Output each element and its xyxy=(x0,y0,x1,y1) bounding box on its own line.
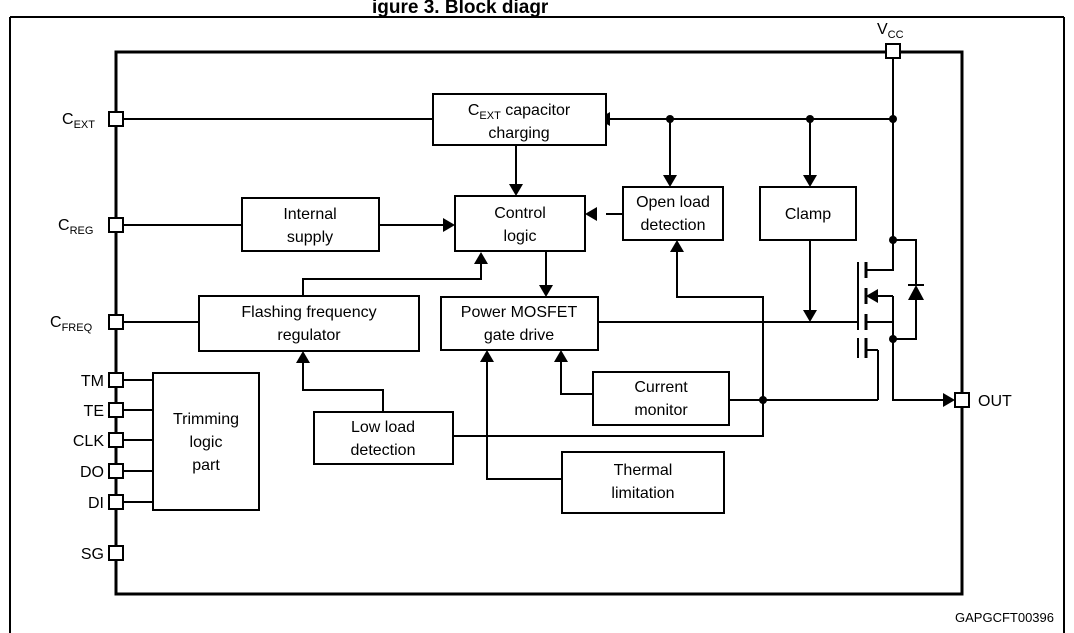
flashing-frequency-regulator-block: Flashing frequency regulator xyxy=(198,295,420,352)
clamp-block: Clamp xyxy=(759,186,857,241)
svg-text:SG: SG xyxy=(81,546,104,563)
arrowheads xyxy=(296,112,955,407)
svg-text:CLK: CLK xyxy=(73,433,104,450)
svg-text:Trimming: Trimming xyxy=(173,411,239,428)
pin-tm: TM xyxy=(81,372,124,390)
internal-supply-block: Internal supply xyxy=(241,197,380,252)
low-load-detection-block: Low load detection xyxy=(313,411,454,465)
svg-text:VCC: VCC xyxy=(877,21,904,41)
svg-text:gate drive: gate drive xyxy=(484,327,554,344)
pin-cext: CEXT xyxy=(62,111,124,131)
pin-out: OUT xyxy=(954,392,1012,410)
svg-text:limitation: limitation xyxy=(611,485,674,502)
pin-clk: CLK xyxy=(73,432,124,450)
svg-text:charging: charging xyxy=(488,125,549,142)
svg-text:regulator: regulator xyxy=(277,327,341,344)
pin-do: DO xyxy=(80,463,124,481)
junctions xyxy=(666,115,897,404)
svg-text:part: part xyxy=(192,457,220,474)
trimming-logic-part-block: Trimming logic part xyxy=(152,372,260,511)
svg-text:detection: detection xyxy=(641,217,706,234)
svg-text:Flashing frequency: Flashing frequency xyxy=(241,304,376,321)
svg-text:Clamp: Clamp xyxy=(785,206,831,223)
svg-text:CFREQ: CFREQ xyxy=(50,314,93,334)
open-load-detection-block: Open load detection xyxy=(622,186,724,241)
svg-text:Open load: Open load xyxy=(636,194,710,211)
svg-text:Thermal: Thermal xyxy=(614,462,673,479)
figure-title: igure 3. Block diagr xyxy=(372,0,549,18)
pin-sg: SG xyxy=(81,545,124,563)
svg-text:TM: TM xyxy=(81,373,104,390)
thermal-limitation-block: Thermal limitation xyxy=(561,451,725,514)
pin-cfreq: CFREQ xyxy=(50,314,124,334)
power-mosfet-gate-drive-block: Power MOSFET gate drive xyxy=(440,296,599,351)
svg-text:OUT: OUT xyxy=(978,393,1012,410)
svg-text:Control: Control xyxy=(494,205,546,222)
svg-text:CEXT: CEXT xyxy=(62,111,95,131)
pin-di: DI xyxy=(88,494,124,512)
control-logic-block: Control logic xyxy=(454,195,586,252)
svg-text:DO: DO xyxy=(80,464,104,481)
wires xyxy=(123,58,945,503)
pin-creg: CREG xyxy=(58,217,124,237)
svg-text:DI: DI xyxy=(88,495,104,512)
svg-text:Low load: Low load xyxy=(351,419,415,436)
cext-charging-block: CEXT capacitor charging xyxy=(432,93,607,146)
svg-text:Current: Current xyxy=(634,379,688,396)
svg-text:monitor: monitor xyxy=(634,402,688,419)
svg-text:CEXT capacitor: CEXT capacitor xyxy=(468,102,571,122)
svg-text:Power MOSFET: Power MOSFET xyxy=(461,304,578,321)
svg-text:CREG: CREG xyxy=(58,217,93,237)
svg-text:logic: logic xyxy=(504,228,537,245)
current-monitor-block: Current monitor xyxy=(592,371,730,426)
pin-vcc: VCC xyxy=(877,21,904,59)
svg-text:TE: TE xyxy=(84,403,104,420)
figure-code: GAPGCFT00396 xyxy=(955,610,1054,625)
svg-text:logic: logic xyxy=(190,434,223,451)
svg-text:detection: detection xyxy=(351,442,416,459)
svg-text:Internal: Internal xyxy=(283,206,336,223)
pin-te: TE xyxy=(84,402,124,420)
svg-text:supply: supply xyxy=(287,229,333,246)
